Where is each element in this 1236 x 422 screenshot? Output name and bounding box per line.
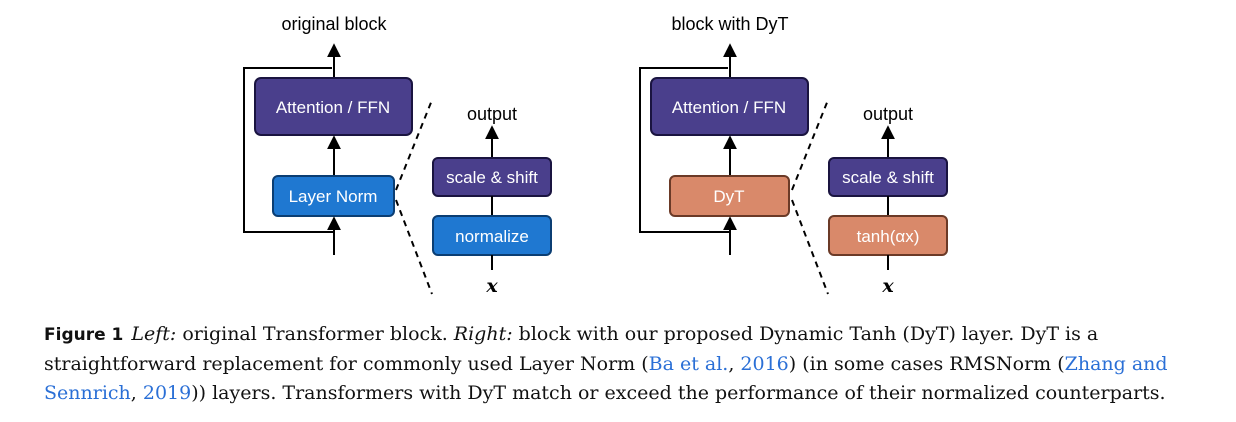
- caption-line-2: straightforward replacement for commonly…: [44, 350, 1204, 379]
- right-dyt-label: DyT: [713, 187, 744, 206]
- citation-link[interactable]: 2016: [740, 353, 789, 375]
- caption-text: original Transformer block.: [176, 323, 454, 345]
- caption-line-3: Sennrich, 2019)) layers. Transformers wi…: [44, 379, 1204, 408]
- citation-link[interactable]: 2019: [142, 382, 192, 404]
- left-output-label: output: [467, 104, 517, 124]
- right-title: block with DyT: [671, 14, 788, 34]
- right-zoom-line-top: [791, 99, 829, 191]
- right-diagram: block with DyT Attention / FFN DyT outpu…: [639, 14, 948, 297]
- caption-text: ,: [130, 382, 143, 404]
- right-residual-line: [639, 67, 730, 233]
- right-tanh-label: tanh(αx): [857, 227, 920, 246]
- left-zoom-line-top: [395, 99, 433, 191]
- right-x-label: x: [881, 275, 894, 297]
- left-inner-label: normalize: [455, 227, 529, 246]
- figure-label: Figure 1: [44, 325, 124, 345]
- left-scale-label: scale & shift: [446, 168, 538, 187]
- caption-left-label: Left:: [131, 323, 177, 345]
- left-zoom-line-bottom: [395, 199, 433, 295]
- caption-text: )) layers. Transformers with DyT match o…: [191, 382, 1166, 404]
- caption-text: ) (in some cases RMSNorm (: [788, 353, 1065, 375]
- left-attention-box: [254, 77, 413, 136]
- caption-text: straightforward replacement for commonly…: [44, 353, 649, 375]
- right-zoom-line-bottom: [791, 199, 829, 295]
- caption-text: ,: [728, 353, 741, 375]
- left-residual-line: [243, 67, 334, 233]
- left-attention-label: Attention / FFN: [276, 98, 390, 117]
- citation-link[interactable]: Sennrich: [44, 382, 131, 404]
- left-diagram: original block Attention / FFN Layer Nor…: [243, 14, 552, 297]
- right-dyt-box: [669, 175, 790, 217]
- right-attention-box: [650, 77, 809, 136]
- left-x-label: x: [485, 275, 498, 297]
- figure-diagram: original block Attention / FFN Layer Nor…: [243, 14, 948, 297]
- left-norm-box: [272, 175, 395, 217]
- citation-link[interactable]: Ba et al.: [648, 353, 729, 375]
- left-title: original block: [281, 14, 387, 34]
- right-attention-label: Attention / FFN: [672, 98, 786, 117]
- citation-link[interactable]: Zhang and: [1064, 353, 1168, 375]
- right-output-label: output: [863, 104, 913, 124]
- caption-line-1: Figure 1 Left: original Transformer block…: [44, 320, 1204, 350]
- right-scale-label: scale & shift: [842, 168, 934, 187]
- left-norm-label: Layer Norm: [289, 187, 378, 206]
- caption-text: block with our proposed Dynamic Tanh (Dy…: [512, 323, 1099, 345]
- figure-caption: Figure 1 Left: original Transformer block…: [44, 320, 1204, 408]
- caption-right-label: Right:: [453, 323, 513, 345]
